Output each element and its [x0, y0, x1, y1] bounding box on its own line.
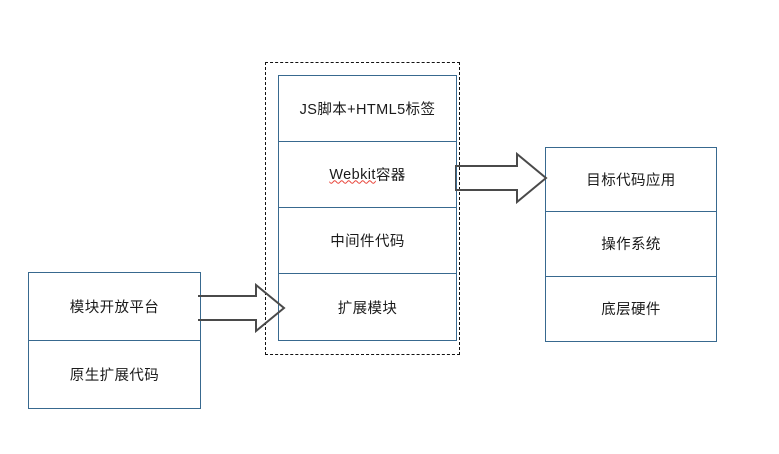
box-label: 底层硬件	[601, 302, 661, 319]
box-middleware-code[interactable]: 中间件代码	[279, 208, 456, 274]
box-label: 操作系统	[601, 237, 661, 254]
box-module-open-platform[interactable]: 模块开放平台	[29, 273, 200, 341]
box-label: 扩展模块	[337, 300, 398, 317]
box-label: 目标代码应用	[586, 173, 676, 190]
arrow-left-to-center-icon	[198, 283, 286, 333]
box-js-html5-tags[interactable]: JS脚本+HTML5标签	[279, 76, 456, 142]
module-platform-stack: 模块开放平台 原生扩展代码	[28, 272, 201, 409]
box-underlying-hardware[interactable]: 底层硬件	[546, 277, 716, 341]
arrow-center-to-right-icon	[455, 152, 548, 204]
target-platform-stack: 目标代码应用 操作系统 底层硬件	[545, 147, 717, 342]
box-label-container-suffix: 容器	[375, 168, 406, 184]
box-label: 原生扩展代码	[69, 367, 160, 384]
box-operating-system[interactable]: 操作系统	[546, 212, 716, 277]
box-label: 中间件代码	[330, 234, 405, 250]
box-label-webkit: Webkit	[329, 166, 376, 183]
box-extension-module[interactable]: 扩展模块	[279, 274, 456, 340]
box-target-code-application[interactable]: 目标代码应用	[546, 148, 716, 213]
box-label: 模块开放平台	[69, 299, 160, 316]
box-label: JS脚本+HTML5标签	[299, 102, 436, 118]
box-native-extension-code[interactable]: 原生扩展代码	[29, 341, 200, 409]
dashed-boundary-container	[265, 62, 460, 355]
